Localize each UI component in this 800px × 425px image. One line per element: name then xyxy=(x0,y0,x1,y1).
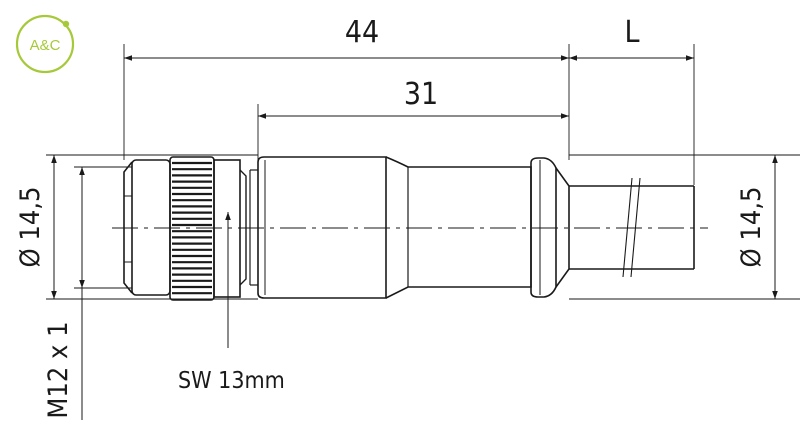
dimension-label-diameter-right: Ø 14,5 xyxy=(736,187,767,268)
dimension-label-cable: L xyxy=(624,15,639,50)
dimension-label-thread: M12 x 1 xyxy=(43,321,74,418)
logo-text: A&C xyxy=(30,37,61,54)
dimension-label-diameter-left: Ø 14,5 xyxy=(15,187,46,268)
dimension-label-wrench-size: SW 13mm xyxy=(178,368,285,394)
brand-logo: A&C xyxy=(15,14,75,74)
dimension-label-overall: 44 xyxy=(345,15,379,50)
dimension-label-body: 31 xyxy=(404,77,438,112)
logo-dot xyxy=(62,20,70,28)
knurling-pattern xyxy=(172,161,212,295)
logo-ring xyxy=(15,14,75,74)
